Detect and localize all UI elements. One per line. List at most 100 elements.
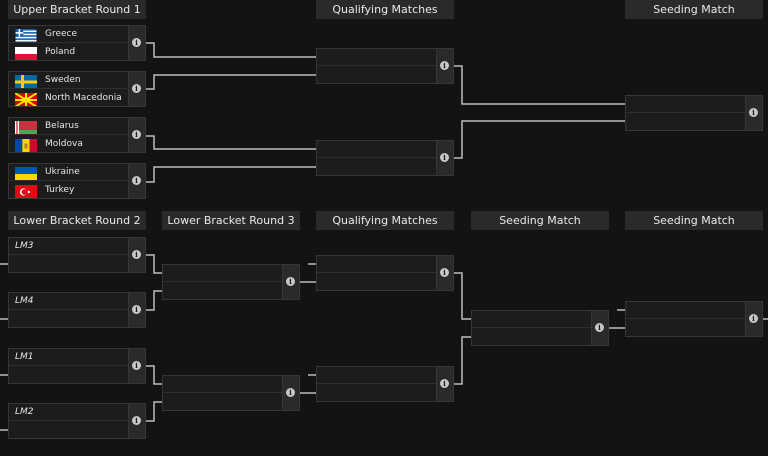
connector-line xyxy=(146,74,316,90)
team-slot[interactable] xyxy=(472,311,593,328)
team-name: Sweden xyxy=(45,75,81,85)
team-slot[interactable] xyxy=(626,320,747,337)
header-lower-bracket-round-2: Lower Bracket Round 2 xyxy=(8,211,146,230)
match-info-button[interactable]: i xyxy=(436,367,453,401)
sweden-flag-icon xyxy=(15,74,37,88)
match-upper-qualifying-1[interactable]: i xyxy=(316,48,454,84)
match-lower-r2-2[interactable]: LM4 i xyxy=(8,292,146,328)
team-slot[interactable] xyxy=(317,274,438,291)
match-upper-r1-4[interactable]: Ukraine Turkey i xyxy=(8,163,146,199)
connector-line xyxy=(146,401,162,422)
info-icon: i xyxy=(286,277,295,286)
info-icon: i xyxy=(132,361,141,370)
team-slot[interactable] xyxy=(626,96,747,113)
team-slot[interactable] xyxy=(626,302,747,319)
match-info-button[interactable]: i xyxy=(128,26,145,60)
team-slot[interactable]: LM2 xyxy=(9,404,130,421)
match-lower-r3-2[interactable]: i xyxy=(162,375,300,411)
team-slot[interactable] xyxy=(9,256,130,273)
team-slot[interactable]: Poland xyxy=(9,44,130,61)
greece-flag-icon xyxy=(15,28,37,42)
match-upper-seeding[interactable]: i xyxy=(625,95,763,131)
match-info-button[interactable]: i xyxy=(745,96,762,130)
team-name: North Macedonia xyxy=(45,93,122,103)
team-slot[interactable]: Greece xyxy=(9,26,130,43)
loser-match-label: LM3 xyxy=(15,241,34,251)
match-upper-r1-2[interactable]: Sweden North Macedonia i xyxy=(8,71,146,107)
header-upper-bracket-round-1: Upper Bracket Round 1 xyxy=(8,0,146,19)
match-info-button[interactable]: i xyxy=(282,376,299,410)
loser-match-label: LM2 xyxy=(15,407,34,417)
team-slot[interactable]: LM4 xyxy=(9,293,130,310)
team-slot[interactable]: Turkey xyxy=(9,182,130,199)
match-info-button[interactable]: i xyxy=(745,302,762,336)
turkey-flag-icon xyxy=(15,184,37,198)
team-slot[interactable] xyxy=(626,114,747,131)
connector-line xyxy=(146,135,316,150)
match-info-button[interactable]: i xyxy=(128,164,145,198)
match-info-button[interactable]: i xyxy=(436,141,453,175)
match-info-button[interactable]: i xyxy=(128,238,145,272)
team-slot[interactable]: LM1 xyxy=(9,349,130,366)
match-info-button[interactable]: i xyxy=(436,49,453,83)
team-slot[interactable]: Sweden xyxy=(9,72,130,89)
poland-flag-icon xyxy=(15,46,37,60)
connector-line xyxy=(454,120,625,159)
team-slot[interactable] xyxy=(163,394,284,411)
match-lower-r2-4[interactable]: LM2 i xyxy=(8,403,146,439)
info-icon: i xyxy=(440,61,449,70)
team-name: Ukraine xyxy=(45,167,80,177)
info-icon: i xyxy=(132,305,141,314)
team-slot[interactable] xyxy=(163,376,284,393)
match-info-button[interactable]: i xyxy=(128,404,145,438)
match-lower-qualifying-1[interactable]: i xyxy=(316,255,454,291)
team-slot[interactable] xyxy=(163,283,284,300)
team-slot[interactable] xyxy=(472,329,593,346)
match-info-button[interactable]: i xyxy=(436,256,453,290)
team-slot[interactable]: LM3 xyxy=(9,238,130,255)
match-lower-r3-1[interactable]: i xyxy=(162,264,300,300)
connector-line xyxy=(454,272,471,320)
match-lower-seeding-2[interactable]: i xyxy=(625,301,763,337)
team-slot[interactable]: Belarus xyxy=(9,118,130,135)
team-slot[interactable] xyxy=(163,265,284,282)
match-upper-r1-3[interactable]: Belarus Moldova i xyxy=(8,117,146,153)
match-info-button[interactable]: i xyxy=(282,265,299,299)
team-slot[interactable] xyxy=(317,367,438,384)
match-lower-qualifying-2[interactable]: i xyxy=(316,366,454,402)
team-slot[interactable] xyxy=(317,49,438,66)
team-slot[interactable] xyxy=(317,256,438,273)
match-upper-qualifying-2[interactable]: i xyxy=(316,140,454,176)
team-slot[interactable] xyxy=(9,367,130,384)
team-slot[interactable] xyxy=(317,159,438,176)
team-name: Poland xyxy=(45,47,76,57)
team-slot[interactable]: North Macedonia xyxy=(9,90,130,107)
connector-line xyxy=(454,65,625,105)
info-icon: i xyxy=(132,84,141,93)
team-name: Turkey xyxy=(45,185,75,195)
team-slot[interactable] xyxy=(317,67,438,84)
match-info-button[interactable]: i xyxy=(128,118,145,152)
header-upper-seeding-match: Seeding Match xyxy=(625,0,763,19)
match-upper-r1-1[interactable]: Greece Poland i xyxy=(8,25,146,61)
north-macedonia-flag-icon xyxy=(15,92,37,106)
team-slot[interactable] xyxy=(9,422,130,439)
match-info-button[interactable]: i xyxy=(128,349,145,383)
info-icon: i xyxy=(440,268,449,277)
match-lower-seeding-1[interactable]: i xyxy=(471,310,609,346)
match-lower-r2-1[interactable]: LM3 i xyxy=(8,237,146,273)
team-slot[interactable] xyxy=(317,141,438,158)
match-info-button[interactable]: i xyxy=(128,72,145,106)
belarus-flag-icon xyxy=(15,120,37,134)
team-slot[interactable]: Moldova xyxy=(9,136,130,153)
header-upper-qualifying-matches: Qualifying Matches xyxy=(316,0,454,19)
match-lower-r2-3[interactable]: LM1 i xyxy=(8,348,146,384)
match-info-button[interactable]: i xyxy=(591,311,608,345)
team-slot[interactable] xyxy=(9,311,130,328)
header-lower-qualifying-matches: Qualifying Matches xyxy=(316,211,454,230)
connector-line xyxy=(146,290,162,311)
match-info-button[interactable]: i xyxy=(128,293,145,327)
team-slot[interactable]: Ukraine xyxy=(9,164,130,181)
team-slot[interactable] xyxy=(317,385,438,402)
header-lower-seeding-match-2: Seeding Match xyxy=(625,211,763,230)
